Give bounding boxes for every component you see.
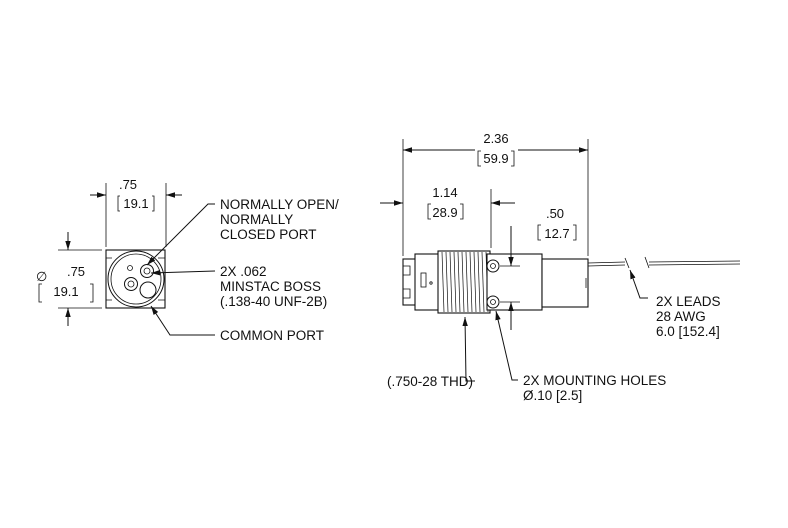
hole-spacing-mm: 12.7 (544, 226, 569, 241)
end-width-in: .75 (119, 177, 137, 192)
thread-length-mm: 28.9 (432, 205, 457, 220)
no-nc-callout-2: NORMALLY (220, 212, 293, 227)
thread-length-in: 1.14 (432, 185, 457, 200)
lead-wires (587, 260, 741, 267)
end-width-mm: 19.1 (123, 196, 148, 211)
end-view-outer-circle (107, 250, 165, 308)
overall-length-mm: 59.9 (483, 151, 508, 166)
end-dia-in: .75 (67, 264, 85, 279)
leads-callout-3: 6.0 [152.4] (656, 324, 720, 339)
holes-callout-1: 2X MOUNTING HOLES (523, 373, 666, 388)
rear-housing (541, 258, 589, 308)
dia-symbol: ∅ (36, 269, 47, 284)
boss-port-circle (124, 277, 138, 291)
common-port-callout: COMMON PORT (220, 328, 324, 343)
side-view: 2.36 59.9 1.14 28.9 .50 12.7 2X LEADS 28… (380, 131, 741, 403)
thread-callout: (.750-28 THD) (387, 374, 473, 389)
common-port-circle (139, 281, 157, 299)
mounting-hole-bottom (486, 295, 500, 309)
no-nc-callout-3: CLOSED PORT (220, 227, 317, 242)
mounting-hole-top (486, 259, 500, 273)
boss-callout-1: 2X .062 (220, 264, 267, 279)
leads-callout-2: 28 AWG (656, 309, 706, 324)
boss-callout-3: (.138-40 UNF-2B) (220, 294, 327, 309)
hole-spacing-in: .50 (546, 206, 564, 221)
end-dia-mm: 19.1 (53, 284, 78, 299)
holes-callout-2: Ø.10 [2.5] (523, 388, 582, 403)
overall-length-in: 2.36 (483, 131, 508, 146)
leads-callout-1: 2X LEADS (656, 294, 721, 309)
boss-callout-2: MINSTAC BOSS (220, 279, 321, 294)
no-nc-callout-1: NORMALLY OPEN/ (220, 197, 339, 212)
end-view: .75 19.1 ∅ .75 19.1 NORMALLY OPEN/ NORMA… (36, 177, 339, 343)
